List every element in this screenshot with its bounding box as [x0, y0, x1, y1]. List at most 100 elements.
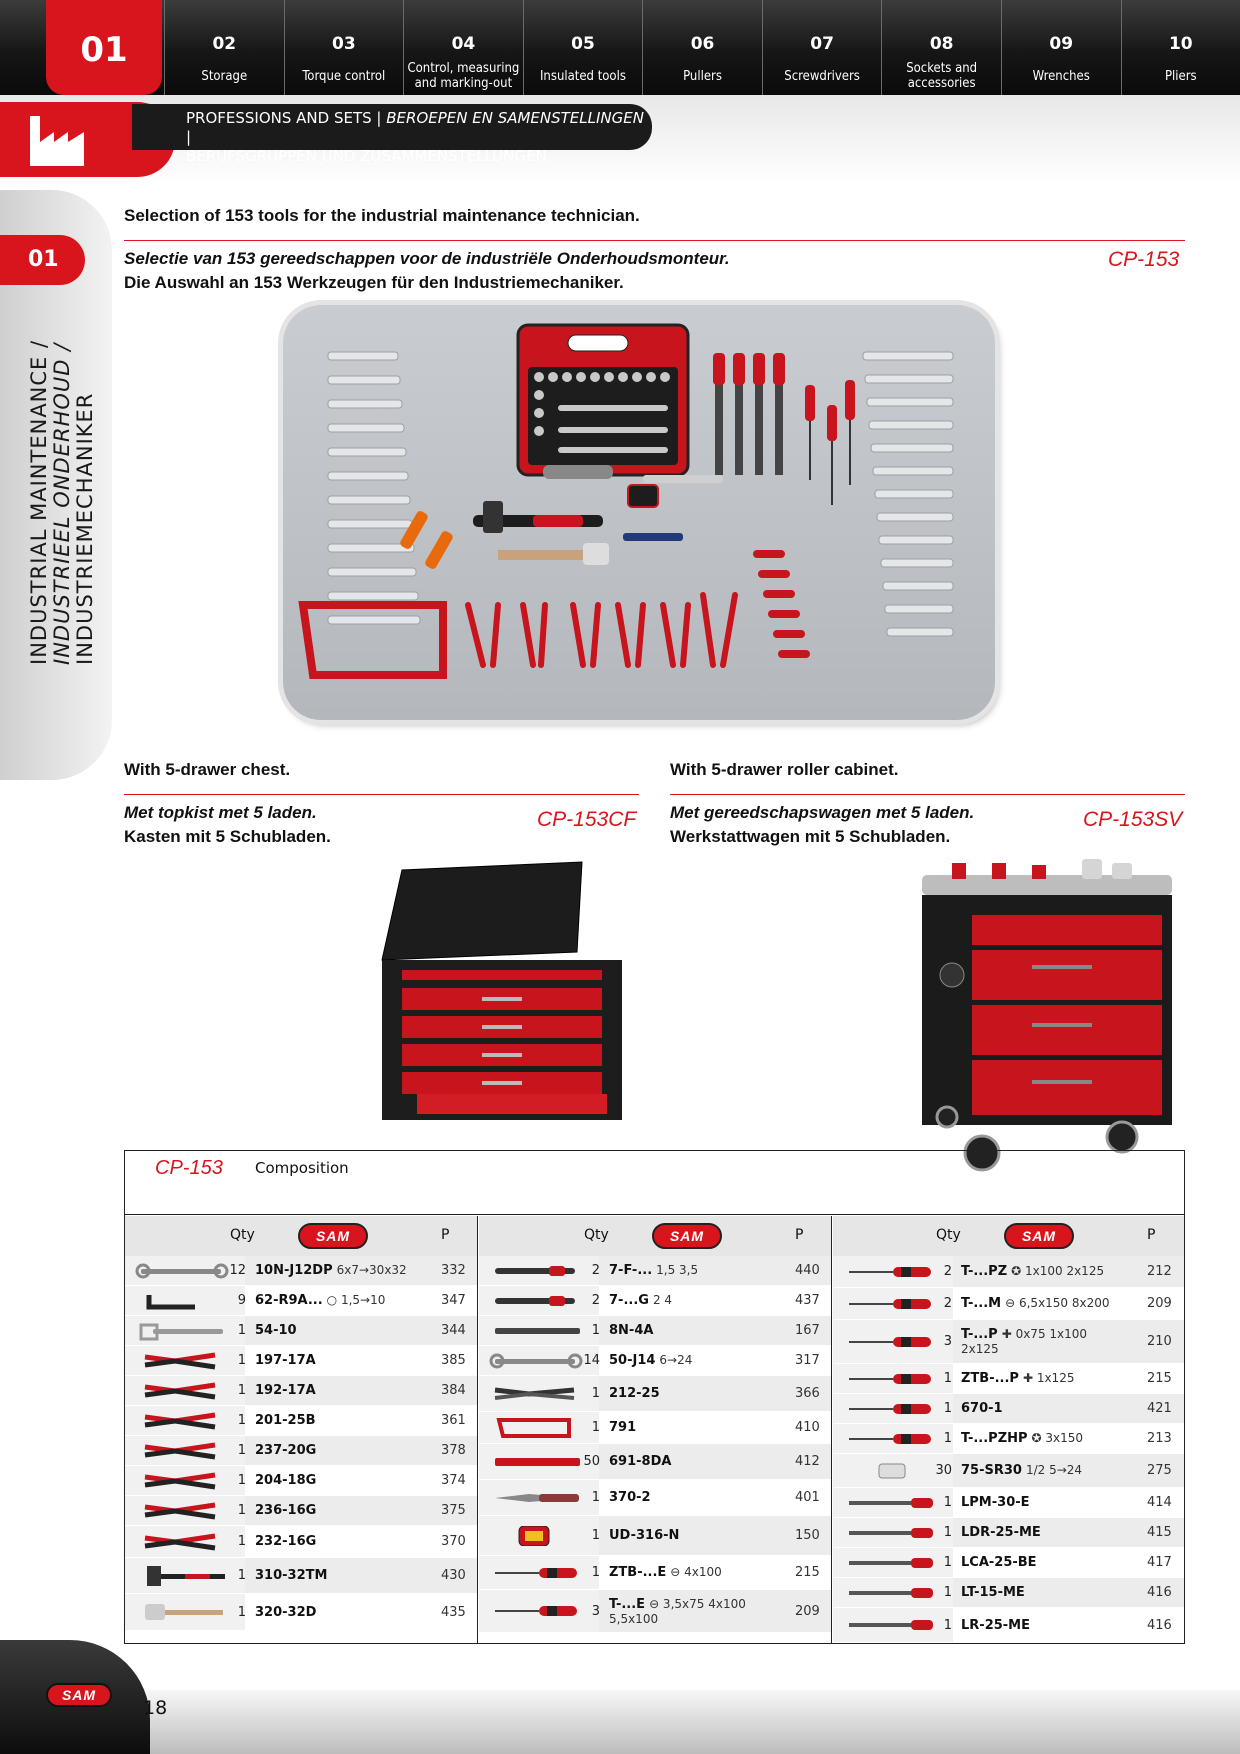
row-reference-code: 7-F-...: [609, 1263, 653, 1278]
screwdriver-icon: [833, 1320, 953, 1363]
variant-chest-en: With 5-drawer chest.: [124, 760, 291, 779]
variant-cabinet-nl: Met gereedschapswagen met 5 laden.: [670, 803, 975, 822]
row-reference: 204-18G: [255, 1473, 320, 1488]
row-qty: 1: [237, 1383, 246, 1398]
row-qty: 1: [237, 1443, 246, 1458]
screwdriver-icon: [479, 1590, 599, 1632]
screwdriver-icon: [833, 1256, 953, 1287]
row-qty: 3: [943, 1334, 952, 1349]
nav-tab-number: 09: [1049, 34, 1074, 54]
row-size-extra: 2x125: [961, 1342, 999, 1356]
row-qty: 2: [591, 1293, 600, 1308]
row-reference-code: 320-32D: [255, 1605, 317, 1620]
row-page: 366: [795, 1386, 820, 1401]
row-page: 275: [1147, 1463, 1172, 1478]
variant-cabinet-de: Werkstattwagen mit 5 Schubladen.: [670, 827, 951, 846]
row-qty: 30: [935, 1463, 952, 1478]
wrench-icon: [125, 1256, 245, 1285]
pliers-icon: [125, 1346, 245, 1375]
blades-icon: [479, 1444, 599, 1479]
nav-tab-number: 08: [929, 34, 954, 54]
row-size: ⊖ 6,5x150 8x200: [1005, 1296, 1110, 1310]
row-reference: 8N-4A: [609, 1323, 657, 1338]
row-qty: 1: [943, 1371, 952, 1386]
row-reference: 201-25B: [255, 1413, 320, 1428]
adjustable-wrench-icon: [125, 1316, 245, 1345]
section-title-de: BERUFSGRUPPEN UND ZUSAMMENSTELLUNGEN: [186, 147, 547, 165]
row-reference: ZTB-...P✚ 1x125: [961, 1371, 1074, 1386]
intro-nl: Selectie van 153 gereedschappen voor de …: [124, 249, 730, 268]
row-size: 6→24: [659, 1353, 693, 1367]
row-size: ✚ 0x75 1x100: [1001, 1327, 1088, 1341]
divider: [124, 794, 639, 795]
pliers-icon: [125, 1436, 245, 1465]
row-page: 361: [441, 1413, 466, 1428]
row-page: 401: [795, 1490, 820, 1505]
row-reference-code: ZTB-...E: [609, 1565, 667, 1580]
row-reference-code: 237-20G: [255, 1443, 317, 1458]
row-reference: 370-2: [609, 1490, 655, 1505]
row-page: 437: [795, 1293, 820, 1308]
row-page: 416: [1147, 1585, 1172, 1600]
tool-set-illustration: [298, 323, 954, 679]
locking-pliers-icon: [479, 1376, 599, 1411]
row-qty: 14: [583, 1353, 600, 1368]
p-header: P: [1147, 1227, 1156, 1243]
row-page: 347: [441, 1293, 466, 1308]
pliers-icon: [125, 1526, 245, 1557]
variant-cabinet-en: With 5-drawer roller cabinet.: [670, 760, 899, 779]
row-page: 384: [441, 1383, 466, 1398]
row-reference-code: 691-8DA: [609, 1454, 672, 1469]
socket-icon: [833, 1454, 953, 1487]
row-page: 150: [795, 1528, 820, 1543]
row-reference: T-...PZHP✪ 3x150: [961, 1431, 1083, 1446]
row-page: 210: [1147, 1334, 1172, 1349]
row-reference: 310-32TM: [255, 1568, 331, 1583]
row-reference: 791: [609, 1420, 640, 1435]
row-page: 167: [795, 1323, 820, 1338]
hex-key-icon: [125, 1286, 245, 1315]
row-reference: T-...M⊖ 6,5x150 8x200: [961, 1296, 1110, 1311]
nav-active-chapter[interactable]: 01: [46, 0, 162, 95]
nav-tab-number: 10: [1168, 34, 1193, 54]
row-qty: 1: [237, 1534, 246, 1549]
row-reference: 232-16G: [255, 1534, 320, 1549]
row-qty: 1: [943, 1495, 952, 1510]
factory-icon: [30, 116, 84, 166]
row-reference: 7-F-...1,5 3,5: [609, 1263, 698, 1278]
row-reference: 236-16G: [255, 1503, 320, 1518]
row-reference-code: 50-J14: [609, 1353, 656, 1368]
row-reference: LPM-30-E: [961, 1495, 1034, 1510]
row-reference-code: ZTB-...P: [961, 1371, 1019, 1386]
row-reference: 320-32D: [255, 1605, 320, 1620]
nav-tab-label: Screwdrivers: [784, 68, 860, 84]
row-reference: 62-R9A...○ 1,5→10: [255, 1293, 385, 1308]
hammer-icon: [125, 1558, 245, 1593]
row-qty: 1: [943, 1585, 952, 1600]
sam-logo: SAM: [652, 1223, 722, 1249]
